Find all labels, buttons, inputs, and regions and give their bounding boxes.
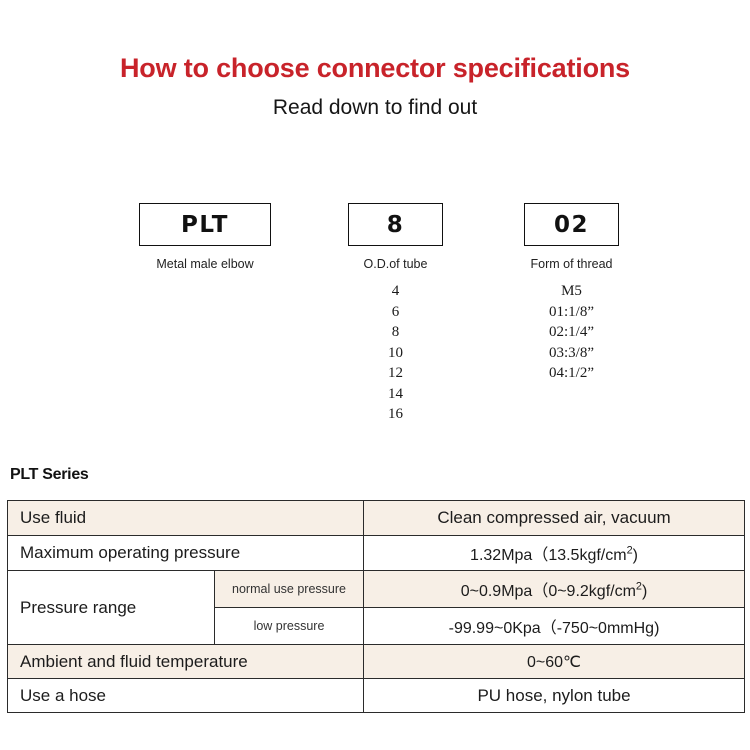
table-row: Use a hose PU hose, nylon tube xyxy=(6,678,746,713)
row-label-pressure-range: Pressure range xyxy=(7,570,215,645)
sub-row-label-normal-use-pressure: normal use pressure xyxy=(213,570,365,608)
row-value-max-pressure: 1.32Mpa（13.5kgf/cm2) xyxy=(363,535,746,571)
table-row: Pressure range normal use pressure 0~0.9… xyxy=(7,570,746,645)
page-title: How to choose connector specifications xyxy=(120,53,630,83)
row-value-max-pressure-sup: 2 xyxy=(626,544,633,557)
list-item: 6 xyxy=(391,303,400,320)
page-subtitle: Read down to find out xyxy=(272,95,478,119)
table-row: Ambient and fluid temperature 0~60℃ xyxy=(6,644,746,679)
list-item: 14 xyxy=(388,385,403,402)
specification-table: Use fluid Clean compressed air, vacuum M… xyxy=(6,500,746,713)
code-column-thread-form: 02 Form of thread M5 01:1/8” 02:1/4” 03:… xyxy=(524,203,619,384)
sub-row-value-normal-tail: ) xyxy=(641,583,648,600)
option-list-thread-form: M5 01:1/8” 02:1/4” 03:3/8” 04:1/2” xyxy=(524,271,619,384)
list-item: 12 xyxy=(388,365,403,381)
list-item: 04:1/2” xyxy=(549,365,594,381)
code-column-tube-od: 8 O.D.of tube 4 6 8 10 12 14 16 xyxy=(348,203,443,425)
code-breakdown: PLT Metal male elbow 8 O.D.of tube 4 6 8… xyxy=(0,203,750,453)
list-item: 02:1/4” xyxy=(549,324,594,340)
code-box-tube-od: 8 xyxy=(348,203,443,246)
table-row: Maximum operating pressure 1.32Mpa（13.5k… xyxy=(6,535,746,571)
list-item: 16 xyxy=(388,406,403,422)
row-value-temperature: 0~60℃ xyxy=(363,644,746,679)
list-item: 10 xyxy=(388,344,403,361)
code-box-series: PLT xyxy=(139,203,271,246)
option-list-tube-od: 4 6 8 10 12 14 16 xyxy=(348,271,443,425)
sub-row-value-normal-sup: 2 xyxy=(635,580,642,593)
sub-row-value-low-pressure: -99.99~0Kpa（-750~0mmHg) xyxy=(363,607,746,645)
list-item: 8 xyxy=(391,324,400,340)
code-caption-tube-od: O.D.of tube xyxy=(363,257,428,271)
page-header: How to choose connector specifications R… xyxy=(0,0,750,119)
table-row: Use fluid Clean compressed air, vacuum xyxy=(6,500,746,536)
list-item: M5 xyxy=(561,283,582,299)
sub-row-value-normal-use-pressure: 0~0.9Mpa（0~9.2kgf/cm2) xyxy=(363,570,746,608)
row-value-use-fluid: Clean compressed air, vacuum xyxy=(363,500,746,536)
code-box-thread-form: 02 xyxy=(524,203,619,246)
row-value-max-pressure-main: 1.32Mpa（13.5kgf/cm xyxy=(470,547,627,564)
series-heading: PLT Series xyxy=(10,466,89,483)
list-item: 03:3/8” xyxy=(549,344,594,361)
row-label-use-fluid: Use fluid xyxy=(6,500,365,536)
code-column-series: PLT Metal male elbow xyxy=(139,203,271,271)
code-box-tube-od-text: 8 xyxy=(386,211,405,238)
code-box-series-text: PLT xyxy=(181,211,229,238)
sub-row-value-normal-main: 0~0.9Mpa（0~9.2kgf/cm xyxy=(460,583,636,600)
row-label-max-pressure: Maximum operating pressure xyxy=(6,535,365,571)
code-box-thread-form-text: 02 xyxy=(553,211,589,238)
row-label-use-a-hose: Use a hose xyxy=(6,678,365,713)
list-item: 01:1/8” xyxy=(549,303,594,320)
code-caption-thread-form: Form of thread xyxy=(530,257,613,271)
list-item: 4 xyxy=(391,283,400,299)
code-caption-series: Metal male elbow xyxy=(156,257,254,271)
row-value-use-a-hose: PU hose, nylon tube xyxy=(363,678,746,713)
row-value-max-pressure-tail: ) xyxy=(632,547,638,564)
row-label-temperature: Ambient and fluid temperature xyxy=(6,644,365,679)
sub-row-label-low-pressure: low pressure xyxy=(213,607,365,645)
